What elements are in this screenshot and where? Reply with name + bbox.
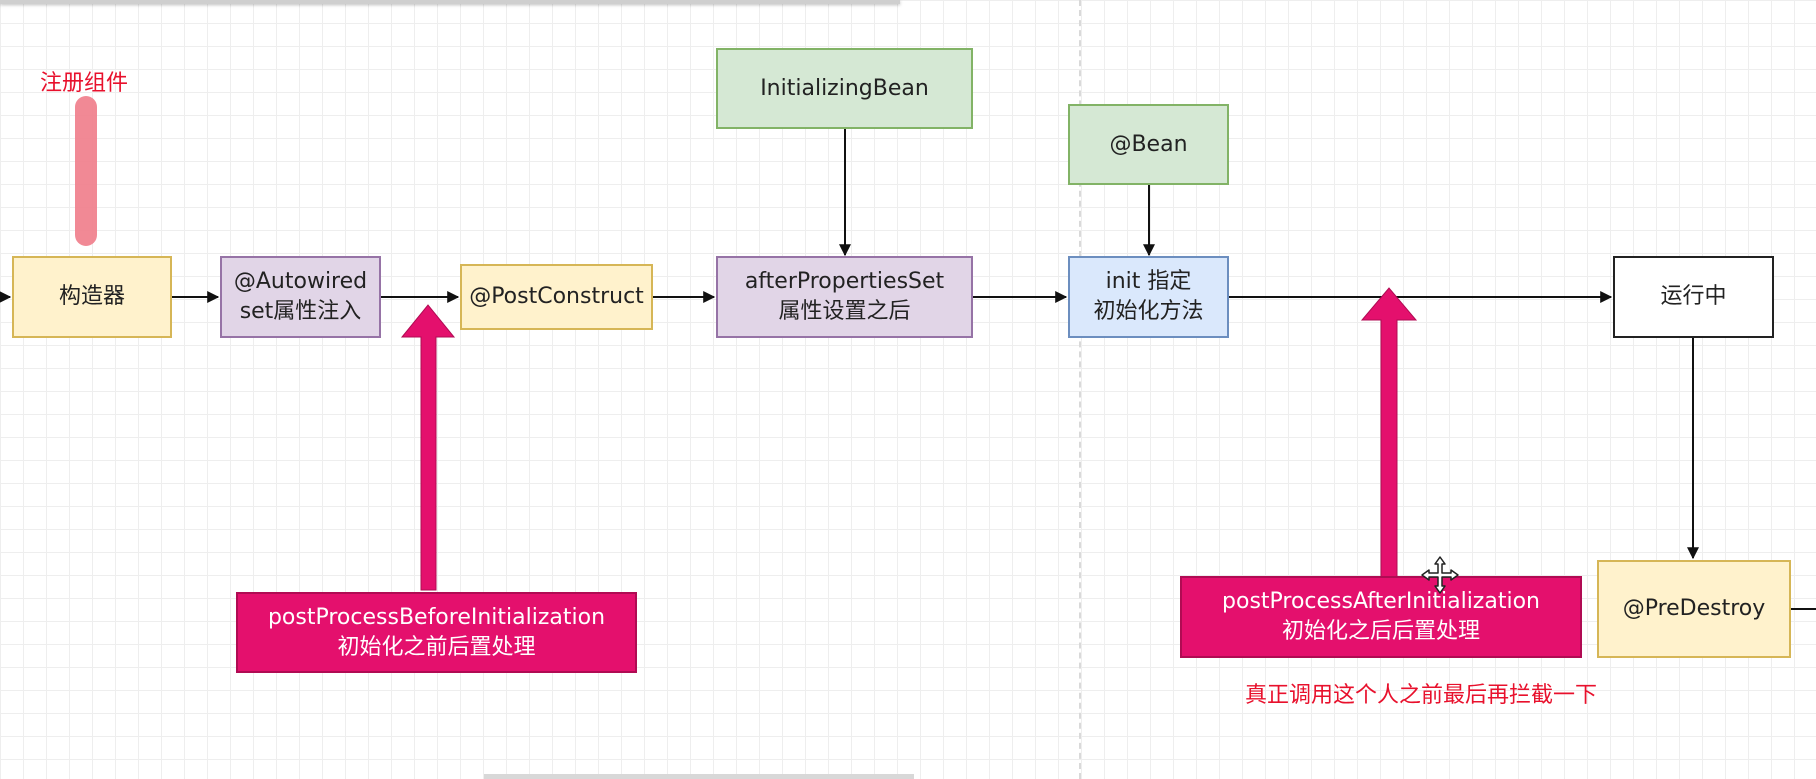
autowired-sublabel: set属性注入	[239, 299, 362, 324]
afterpropertiesset-node[interactable]: afterPropertiesSet 属性设置之后	[716, 256, 973, 338]
constructor-node[interactable]: 构造器	[12, 256, 172, 338]
before-initialization-node[interactable]: postProcessBeforeInitialization 初始化之前后置处…	[236, 592, 637, 673]
predestroy-node[interactable]: @PreDestroy	[1597, 560, 1791, 658]
page-break-divider	[1079, 0, 1081, 779]
init-method-sublabel: 初始化方法	[1093, 299, 1204, 324]
initializingbean-label: InitializingBean	[760, 75, 929, 101]
init-method-node[interactable]: init 指定 初始化方法	[1068, 256, 1229, 338]
move-cursor-icon	[1421, 556, 1459, 594]
bean-annotation-label: @Bean	[1109, 131, 1188, 157]
postconstruct-label: @PostConstruct	[469, 284, 644, 309]
intercept-note: 真正调用这个人之前最后再拦截一下	[1245, 683, 1598, 708]
postconstruct-node[interactable]: @PostConstruct	[460, 264, 653, 330]
afterpropertiesset-label: afterPropertiesSet	[744, 269, 945, 294]
scroll-indicator	[484, 774, 914, 779]
after-initialization-sublabel: 初始化之后后置处理	[1281, 619, 1480, 644]
before-init-intercept-arrow	[400, 304, 456, 591]
init-method-label: init 指定	[1105, 269, 1192, 294]
initializingbean-node[interactable]: InitializingBean	[716, 48, 973, 129]
after-initialization-node[interactable]: postProcessAfterInitialization 初始化之后后置处理	[1180, 576, 1582, 658]
predestroy-label: @PreDestroy	[1622, 596, 1766, 621]
running-label: 运行中	[1660, 284, 1727, 309]
bean-annotation-node[interactable]: @Bean	[1068, 104, 1229, 185]
after-init-intercept-arrow	[1360, 287, 1418, 579]
register-component-note: 注册组件	[40, 71, 129, 96]
running-node[interactable]: 运行中	[1613, 256, 1774, 338]
window-top-edge	[0, 0, 900, 4]
constructor-label: 构造器	[58, 284, 125, 309]
after-initialization-label: postProcessAfterInitialization	[1222, 589, 1540, 614]
autowired-node[interactable]: @Autowired set属性注入	[220, 256, 381, 338]
highlighter-stroke	[75, 96, 97, 246]
afterpropertiesset-sublabel: 属性设置之后	[778, 299, 911, 324]
autowired-label: @Autowired	[233, 269, 368, 294]
before-initialization-label: postProcessBeforeInitialization	[267, 604, 606, 630]
before-initialization-sublabel: 初始化之前后置处理	[337, 634, 536, 660]
